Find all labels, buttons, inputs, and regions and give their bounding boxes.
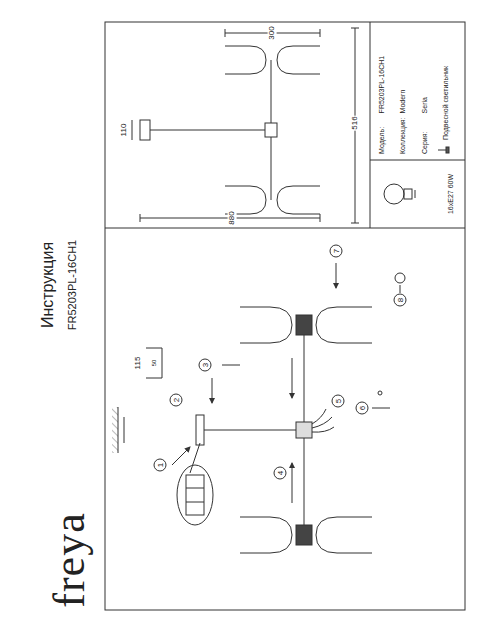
spec-box: Модель: FR5203PL-16CH1Коллекция: ModernСер… [370, 22, 465, 160]
dimension-label: 300 [268, 25, 277, 40]
spec-text: Modern [399, 28, 414, 113]
spec-text: 16xE27 60W [447, 174, 455, 214]
spec-text: Подвесной светильник [442, 28, 457, 154]
callout-number: 4 [274, 467, 287, 480]
spec-text: Коллекция: [399, 117, 414, 154]
dimension-label: 50 [151, 359, 158, 368]
spec-text: Seria [421, 28, 436, 113]
model-code: FR5203PL-16CH1 [66, 240, 78, 331]
callout-number: 8 [394, 294, 407, 307]
callout-number: 3 [199, 359, 212, 372]
bulb-box: 16xE27 60W [370, 160, 465, 228]
title: Инструкция [39, 242, 57, 328]
spec-text: Серия: [421, 117, 436, 154]
dimension-label: 110 [120, 123, 129, 138]
dimension-label: 516 [351, 115, 360, 130]
callout-number: 5 [332, 395, 345, 408]
spec-text: Модель: [378, 117, 393, 154]
callout-number: 1 [154, 459, 167, 472]
spec-text: FR5203PL-16CH1 [378, 28, 393, 113]
callout-number: 7 [330, 245, 343, 258]
callout-number: 2 [170, 394, 183, 407]
dimension-label: 880 [228, 210, 237, 225]
dimension-label: 115 [134, 356, 143, 371]
callout-number: 6 [356, 402, 369, 415]
brand-logo: freya [46, 512, 94, 607]
